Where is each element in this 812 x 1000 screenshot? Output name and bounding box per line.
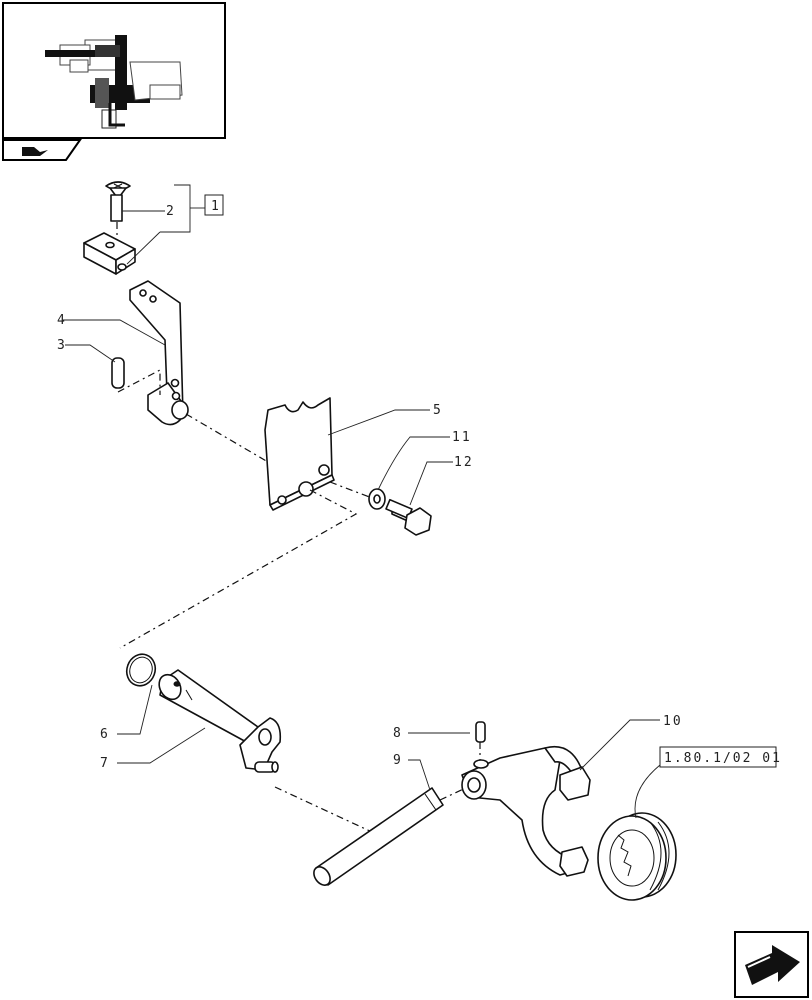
part-bolt-12: 12: [385, 455, 474, 536]
part-washer-11: 11: [368, 430, 472, 510]
part-shaft-7: 7: [100, 669, 282, 773]
part-oring-6: 6: [100, 653, 157, 742]
callout-5: 5: [433, 403, 443, 418]
callout-4: 4: [57, 313, 67, 328]
part-pin-8: 8: [393, 721, 486, 762]
part-plate-5: 5: [264, 397, 443, 511]
next-page-arrow-icon[interactable]: [734, 931, 809, 998]
assembly-line-plate-washer: [329, 481, 373, 499]
assembly-line-shaft-rod: [274, 786, 373, 833]
assembly-line-plate-shaft: [119, 489, 358, 649]
callout-11: 11: [452, 430, 472, 445]
assembly-overview-thumbnail-icon: [45, 35, 183, 129]
callout-10: 10: [663, 714, 683, 729]
callout-12: 12: [454, 455, 474, 470]
part-lever-4: 4: [57, 280, 189, 426]
overview-thumbnail[interactable]: [2, 2, 226, 139]
callout-7: 7: [100, 756, 110, 771]
callout-9: 9: [393, 753, 403, 768]
reference-code: 1.80.1/02 01: [664, 751, 782, 766]
part-block-1: [83, 231, 161, 275]
callout-3: 3: [57, 338, 67, 353]
callout-2: 2: [166, 204, 176, 219]
assembly-line-lever-plate: [185, 413, 269, 463]
part-rod-9: 9: [313, 753, 444, 886]
callout-group-1: 1: [160, 184, 224, 233]
page-back-icon[interactable]: [2, 139, 82, 161]
part-sleeve-reference: 1.80.1/02 01: [597, 746, 782, 901]
callout-8: 8: [393, 726, 403, 741]
part-fork-10: 10: [461, 714, 683, 877]
callout-6: 6: [100, 727, 110, 742]
callout-1: 1: [211, 199, 221, 214]
part-pin-3: 3: [57, 338, 161, 395]
